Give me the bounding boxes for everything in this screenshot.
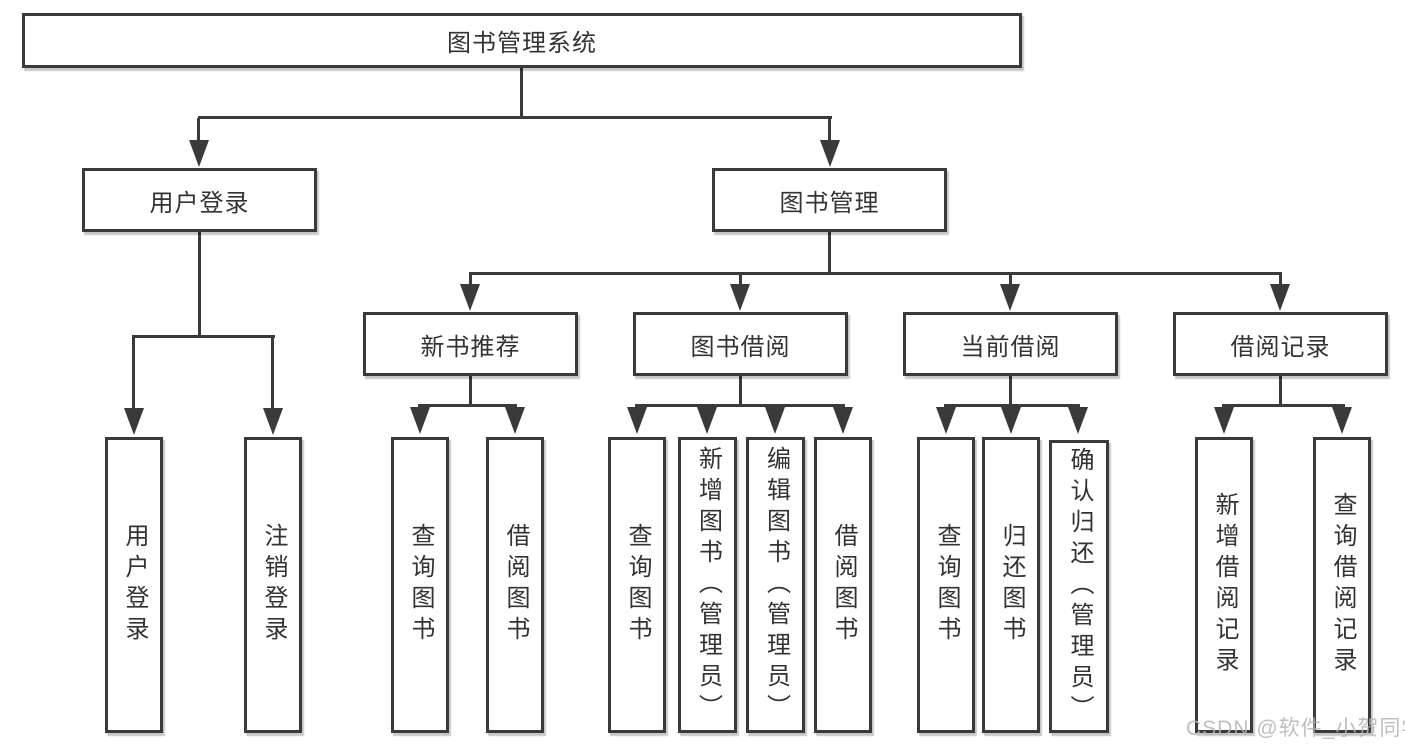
connector-line <box>828 232 831 274</box>
arrow-down-icon <box>627 407 647 434</box>
leaf-cb-return-books-label: 归还图书 <box>998 523 1025 647</box>
leaf-cb-query-books-label: 查询图书 <box>933 523 960 647</box>
connector-line <box>197 118 200 143</box>
leaf-cb-confirm-return-admin-label: 确认归还（管理员） <box>1066 447 1093 726</box>
connector-line <box>198 116 832 119</box>
leaf-bb-query-books-label: 查询图书 <box>624 523 651 647</box>
connector-line <box>469 272 472 286</box>
node-current-borrowing-label: 当前借阅 <box>960 333 1061 361</box>
connector-line <box>739 376 742 406</box>
leaf-nb-query-books: 查询图书 <box>391 437 449 733</box>
connector-line <box>828 118 831 143</box>
leaf-bb-borrow-books: 借阅图书 <box>814 437 872 733</box>
node-new-books-label: 新书推荐 <box>420 333 521 361</box>
leaf-nb-borrow-books: 借阅图书 <box>486 437 544 733</box>
node-current-borrowing: 当前借阅 <box>903 312 1118 376</box>
arrow-down-icon <box>765 407 785 434</box>
connector-line <box>132 335 135 410</box>
arrow-down-icon <box>1068 407 1088 434</box>
node-book-borrowing: 图书借阅 <box>633 312 848 376</box>
arrow-down-icon <box>1000 284 1020 311</box>
node-book-management: 图书管理 <box>712 168 947 232</box>
node-borrow-records: 借阅记录 <box>1173 312 1388 376</box>
leaf-nb-borrow-books-label: 借阅图书 <box>502 523 529 647</box>
leaf-logout-label: 注销登录 <box>260 523 287 647</box>
connector-line <box>1009 272 1012 286</box>
connector-line <box>469 376 472 406</box>
leaf-br-query-borrow-record-label: 查询借阅记录 <box>1329 492 1356 678</box>
arrow-down-icon <box>820 140 840 167</box>
node-new-books: 新书推荐 <box>363 312 578 376</box>
node-root-label: 图书管理系统 <box>447 30 597 57</box>
arrow-down-icon <box>189 140 209 167</box>
connector-line <box>271 335 274 410</box>
arrow-down-icon <box>730 284 750 311</box>
node-user-login: 用户登录 <box>82 168 317 232</box>
leaf-logout: 注销登录 <box>244 437 302 733</box>
arrow-down-icon <box>1214 407 1234 434</box>
node-book-management-label: 图书管理 <box>779 189 880 217</box>
connector-line <box>739 272 742 286</box>
leaf-br-add-borrow-record-label: 新增借阅记录 <box>1211 492 1238 678</box>
leaf-br-add-borrow-record: 新增借阅记录 <box>1195 437 1253 733</box>
connector-line <box>132 335 275 338</box>
connector-line <box>198 232 201 338</box>
leaf-bb-add-books-admin-label: 新增图书（管理员） <box>694 445 722 725</box>
connector-line <box>635 404 845 407</box>
arrow-down-icon <box>1332 407 1352 434</box>
leaf-cb-confirm-return-admin: 确认归还（管理员） <box>1049 440 1109 733</box>
connector-line <box>1279 376 1282 406</box>
connector-line <box>469 272 1282 275</box>
leaf-user-login: 用户登录 <box>105 437 163 733</box>
csdn-watermark: CSDN @软件_小贺同学 <box>1186 717 1405 740</box>
connector-line <box>1279 272 1282 286</box>
connector-line <box>1222 404 1345 407</box>
leaf-user-login-label: 用户登录 <box>121 523 148 647</box>
leaf-bb-edit-books-admin-label: 编辑图书（管理员） <box>762 445 790 725</box>
arrow-down-icon <box>263 408 283 435</box>
leaf-bb-edit-books-admin: 编辑图书（管理员） <box>746 437 805 733</box>
leaf-cb-return-books: 归还图书 <box>982 437 1040 733</box>
arrow-down-icon <box>1270 284 1290 311</box>
arrow-down-icon <box>1001 407 1021 434</box>
node-root-system: 图书管理系统 <box>22 13 1022 68</box>
arrow-down-icon <box>833 407 853 434</box>
arrow-down-icon <box>410 407 430 434</box>
arrow-down-icon <box>936 407 956 434</box>
leaf-bb-add-books-admin: 新增图书（管理员） <box>678 437 737 733</box>
leaf-br-query-borrow-record: 查询借阅记录 <box>1313 437 1371 733</box>
leaf-nb-query-books-label: 查询图书 <box>407 523 434 647</box>
node-borrow-records-label: 借阅记录 <box>1230 333 1331 361</box>
arrow-down-icon <box>124 408 144 435</box>
node-user-login-label: 用户登录 <box>149 189 250 217</box>
leaf-bb-query-books: 查询图书 <box>608 437 666 733</box>
connector-line <box>944 404 1080 407</box>
connector-line <box>418 404 517 407</box>
connector-line <box>520 68 523 118</box>
leaf-bb-borrow-books-label: 借阅图书 <box>830 523 857 647</box>
arrow-down-icon <box>460 284 480 311</box>
arrow-down-icon <box>697 407 717 434</box>
arrow-down-icon <box>505 407 525 434</box>
connector-line <box>1009 376 1012 406</box>
leaf-cb-query-books: 查询图书 <box>917 437 975 733</box>
node-book-borrowing-label: 图书借阅 <box>690 333 791 361</box>
